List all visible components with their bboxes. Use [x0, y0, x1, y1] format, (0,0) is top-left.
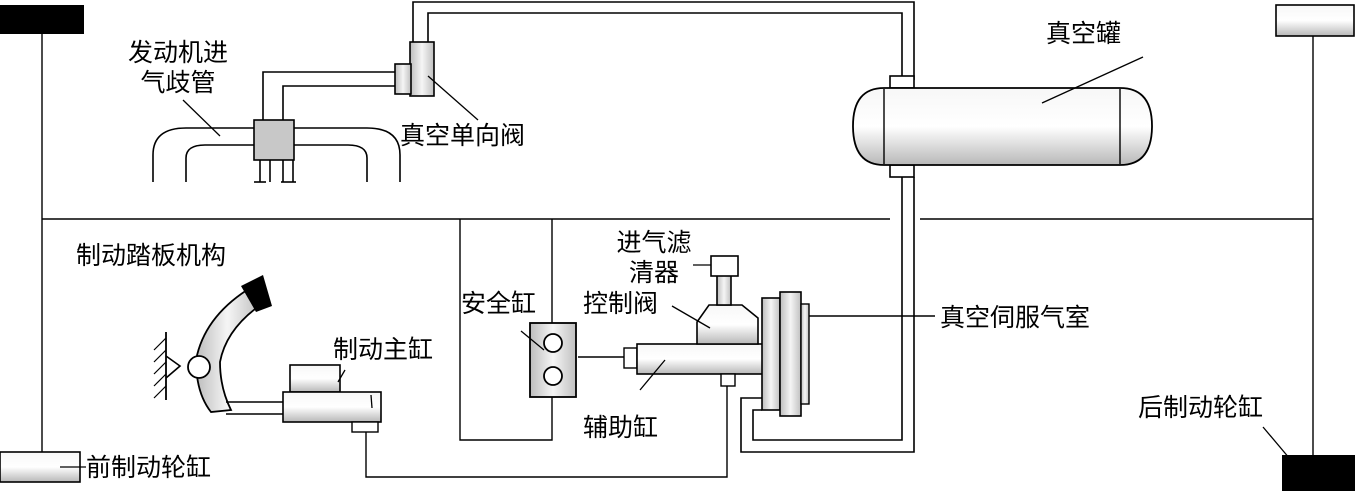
check-valve-label: 真空单向阀	[400, 121, 526, 150]
pedal-mechanism-label: 制动踏板机构	[76, 241, 227, 270]
safety-cylinder-label: 安全缸	[461, 289, 537, 318]
intake-manifold-label: 发动机进 气歧管	[108, 38, 248, 98]
vacuum-servo-chamber	[761, 291, 810, 417]
leader-lines	[60, 56, 1291, 468]
intake-manifold-label-line2: 气歧管	[140, 68, 216, 97]
air-filter-label: 进气滤 清器	[600, 228, 708, 288]
safety-cylinder	[529, 322, 577, 398]
air-filter-label-line1: 进气滤	[616, 228, 692, 257]
master-cylinder	[282, 364, 382, 433]
auxiliary-cylinder-label: 辅助缸	[583, 413, 659, 442]
servo-chamber-label: 真空伺服气室	[940, 303, 1091, 332]
master-cylinder-label: 制动主缸	[333, 335, 434, 364]
vacuum-pipe-manifold-to-valve	[262, 71, 395, 120]
rear-wheel-cylinder-label: 后制动轮缸	[1138, 393, 1264, 422]
air-filter-label-line2: 清器	[628, 258, 679, 287]
vacuum-tank-label: 真空罐	[1046, 19, 1122, 48]
vacuum-pipe-valve-to-tank	[412, 1, 915, 80]
rear-wheel-cylinder-top	[1275, 4, 1355, 37]
pedal-mechanism	[153, 275, 283, 415]
vacuum-pipe-tank-to-servo	[740, 177, 915, 453]
control-valve-label: 控制阀	[583, 289, 659, 318]
front-left-top-wheel-block	[0, 5, 84, 34]
intake-manifold-label-line1: 发动机进	[127, 38, 228, 67]
check-valve-port	[394, 63, 412, 95]
front-wheel-cylinder-label: 前制动轮缸	[86, 453, 212, 482]
check-valve-body	[409, 41, 435, 97]
intake-manifold	[152, 127, 401, 183]
control-valve	[696, 255, 759, 345]
brake-lines	[41, 33, 1314, 478]
vacuum-tank	[852, 75, 1153, 178]
manifold-junction-block	[253, 119, 295, 161]
auxiliary-cylinder	[623, 343, 764, 387]
rear-wheel-cylinder	[1282, 455, 1355, 491]
